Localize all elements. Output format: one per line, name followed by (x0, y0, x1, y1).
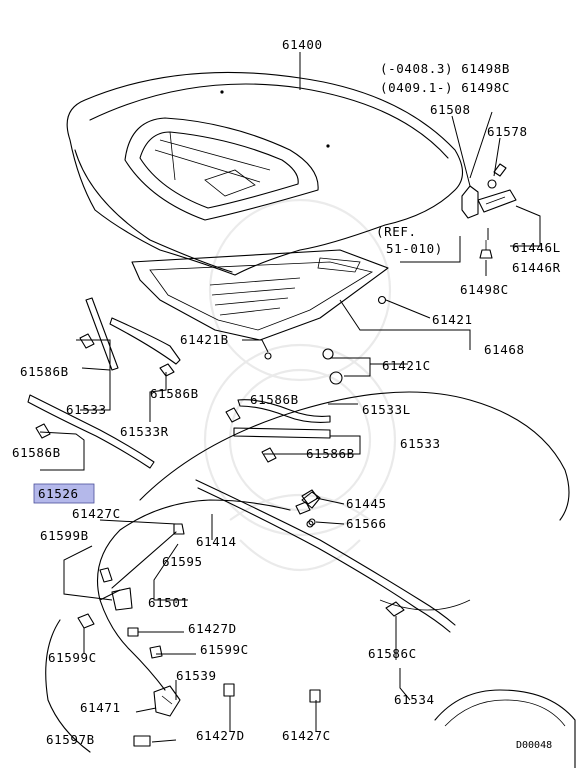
label-61586b-5: 61586B (306, 446, 355, 461)
weatherstrip-61534 (195, 479, 456, 633)
label-61533r: 61533R (120, 424, 169, 439)
label-61586b-3: 61586B (250, 392, 299, 407)
label-61533-2: 61533 (400, 436, 441, 451)
seal-61533l (225, 399, 331, 423)
label-61599c-1: 61599C (200, 642, 249, 657)
label-61501: 61501 (148, 595, 189, 610)
label-61498c-code: (0409.1-) 61498C (380, 80, 510, 95)
label-61427c-1: 61427C (72, 506, 121, 521)
support-rod (99, 523, 185, 589)
seal-61533-left (79, 297, 119, 371)
hood-release-cable (96, 491, 321, 691)
leader-lines (39, 52, 541, 743)
label-61421: 61421 (432, 312, 473, 327)
label-61427c-2: 61427C (282, 728, 331, 743)
label-61427d-1: 61427D (188, 621, 237, 636)
label-61566: 61566 (346, 516, 387, 531)
label-61445: 61445 (346, 496, 387, 511)
label-61597b: 61597B (46, 732, 95, 747)
label-61599b: 61599B (40, 528, 89, 543)
label-61599c-2: 61599C (48, 650, 97, 665)
highlight-box-61526 (33, 483, 95, 504)
part-labels: 61400 (-0408.3) 61498B (0409.1-) 61498C … (12, 37, 561, 751)
label-61533: 61533 (66, 402, 107, 417)
label-61498c: 61498C (460, 282, 509, 297)
label-ref: (REF. (376, 224, 417, 239)
label-61539: 61539 (176, 668, 217, 683)
seal-61526 (27, 394, 155, 469)
seal-61533 (233, 427, 331, 463)
label-61498b-code: (-0408.3) 61498B (380, 61, 510, 76)
label-61421c: 61421C (382, 358, 431, 373)
label-61586b-4: 61586B (12, 445, 61, 460)
label-61400: 61400 (282, 37, 323, 52)
label-61526: 61526 (38, 486, 79, 501)
label-61533l: 61533L (362, 402, 411, 417)
label-61471: 61471 (80, 700, 121, 715)
label-61578: 61578 (487, 124, 528, 139)
hinge-assembly (461, 163, 517, 259)
label-61534: 61534 (394, 692, 435, 707)
latch-components (77, 489, 321, 747)
body-outline (45, 391, 576, 768)
label-61468: 61468 (484, 342, 525, 357)
label-61586c: 61586C (368, 646, 417, 661)
label-61586b-1: 61586B (20, 364, 69, 379)
watermark-emblem (203, 198, 397, 571)
label-61446r: 61446R (512, 260, 561, 275)
label-ref-num: 51-010) (386, 241, 443, 256)
label-61446l: 61446L (512, 240, 561, 255)
label-61414: 61414 (196, 534, 237, 549)
seal-61533r (109, 317, 181, 377)
label-61427d-2: 61427D (196, 728, 245, 743)
diagram-code: D00048 (516, 740, 552, 751)
label-61421b: 61421B (180, 332, 229, 347)
label-61586b-2: 61586B (150, 386, 199, 401)
fasteners (264, 295, 387, 385)
label-61508: 61508 (430, 102, 471, 117)
label-61595: 61595 (162, 554, 203, 569)
